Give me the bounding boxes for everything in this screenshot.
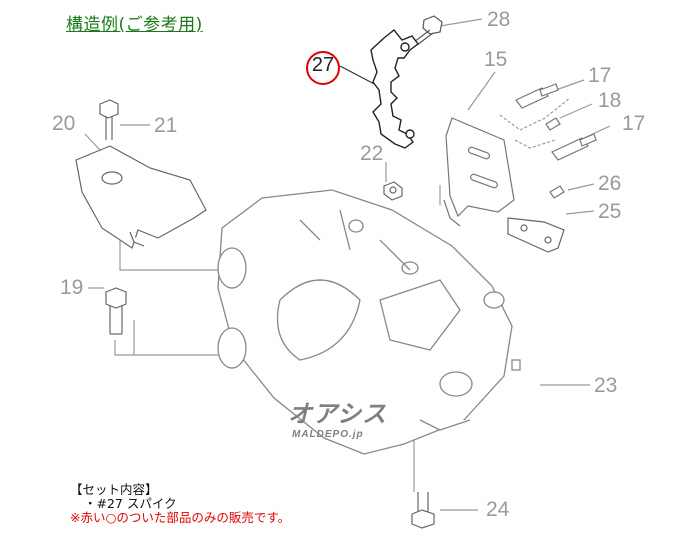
part-label-20: 20 bbox=[52, 112, 76, 135]
screw-28 bbox=[413, 15, 443, 46]
set-note: ※赤い○のついた部品のみの販売です。 bbox=[70, 510, 291, 525]
part-label-17-bottom: 17 bbox=[622, 112, 646, 135]
cover-20 bbox=[75, 145, 207, 249]
part-label-17-top: 17 bbox=[588, 64, 612, 87]
nut-22 bbox=[383, 181, 403, 201]
part-label-15: 15 bbox=[484, 48, 508, 71]
part-label-25: 25 bbox=[598, 200, 622, 223]
bolt-17-top bbox=[515, 87, 549, 109]
bolt-24 bbox=[411, 492, 435, 529]
screw-26 bbox=[549, 185, 565, 199]
leader-15 bbox=[467, 71, 496, 111]
screw-21 bbox=[99, 99, 119, 140]
leader-26 bbox=[567, 183, 595, 191]
part-label-23: 23 bbox=[594, 374, 618, 397]
bolt-17-bottom bbox=[551, 137, 589, 161]
part-label-21: 21 bbox=[154, 114, 178, 137]
highlight-circle bbox=[306, 51, 340, 85]
part-label-24: 24 bbox=[486, 498, 510, 521]
watermark: オアシス MALDEPO.jp bbox=[288, 394, 387, 440]
watermark-logo: オアシス bbox=[288, 401, 388, 428]
part-label-18: 18 bbox=[598, 89, 622, 112]
leader-20 bbox=[84, 133, 101, 151]
watermark-domain: MALDEPO.jp bbox=[292, 429, 364, 440]
part-label-22: 22 bbox=[360, 142, 384, 165]
part-label-27: 27 bbox=[311, 54, 335, 76]
set-item: ・#27 スパイク bbox=[84, 496, 177, 511]
leader-28 bbox=[439, 18, 483, 27]
leader-18 bbox=[559, 103, 593, 119]
set-contents-box: 【セット内容】 ・#27 スパイク ※赤い○のついた部品のみの販売です。 bbox=[70, 483, 290, 525]
part-label-26: 26 bbox=[598, 172, 622, 195]
part-label-28: 28 bbox=[487, 8, 511, 31]
leader-25 bbox=[565, 210, 595, 215]
set-heading: 【セット内容】 bbox=[70, 482, 158, 497]
bolt-19 bbox=[105, 287, 127, 335]
part-label-19: 19 bbox=[60, 276, 84, 299]
catcher-25 bbox=[507, 217, 565, 253]
crankcase-23 bbox=[217, 189, 521, 455]
spike-27 bbox=[370, 29, 419, 149]
page-title: 構造例(ご参考用) bbox=[66, 15, 203, 35]
plate-15 bbox=[443, 117, 515, 227]
screw-18 bbox=[545, 117, 561, 131]
